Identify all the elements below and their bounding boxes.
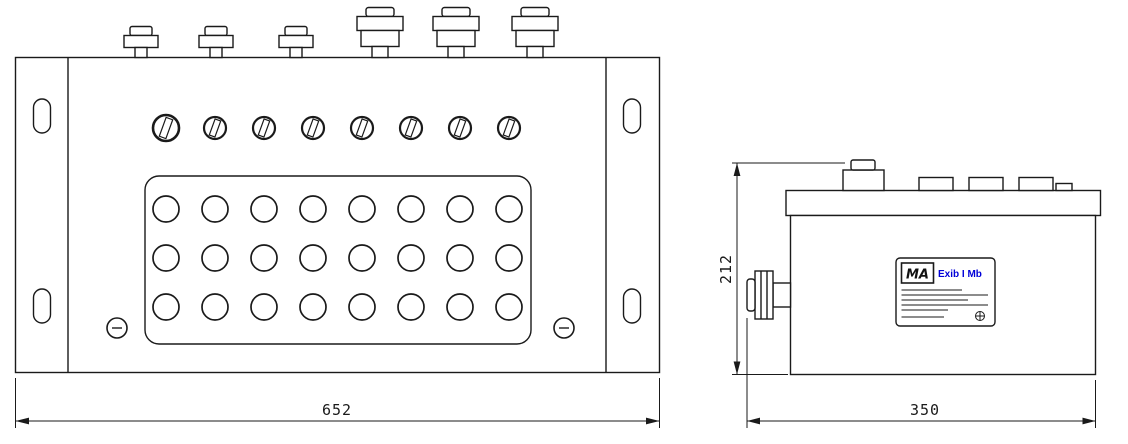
ma-logo: MA <box>906 268 929 283</box>
ground-screw <box>553 317 575 339</box>
arrowhead <box>15 417 29 425</box>
dimension-label-height: 212 <box>717 254 735 284</box>
side-lid <box>785 189 1102 217</box>
cable-gland-small <box>198 25 234 59</box>
cover-screw <box>398 115 424 141</box>
side-top-bump <box>918 176 954 192</box>
cable-gland-small <box>123 25 159 59</box>
terminal-panel <box>144 175 532 345</box>
side-view: MA Exib I Mb 212 <box>717 159 1102 428</box>
side-gland-top-cap <box>850 159 876 171</box>
arrowhead <box>1082 417 1096 425</box>
arrowhead <box>733 361 741 375</box>
cover-screw <box>496 115 522 141</box>
side-top-bump <box>968 176 1004 192</box>
dimension-label-depth: 350 <box>910 401 940 419</box>
side-gland-top-body <box>842 169 885 192</box>
cover-screw <box>349 115 375 141</box>
cover-screw <box>300 115 326 141</box>
dimension-652: 652 <box>15 378 660 428</box>
arrowhead <box>646 417 660 425</box>
side-cable-gland <box>746 270 792 320</box>
cable-gland-small <box>278 25 314 59</box>
nameplate: MA Exib I Mb <box>895 257 996 327</box>
gland-neck <box>772 282 792 308</box>
cable-gland-large <box>511 6 559 59</box>
side-top-bump-small <box>1055 182 1073 192</box>
ground-screw <box>106 317 128 339</box>
gland-end-cap <box>746 278 756 312</box>
cover-screw <box>202 115 228 141</box>
cable-gland-large <box>432 6 480 59</box>
cable-gland-large <box>356 6 404 59</box>
mounting-slot <box>32 98 52 134</box>
dimension-350: 350 <box>746 318 1096 428</box>
cover-screw <box>151 113 181 143</box>
cover-screw <box>251 115 277 141</box>
arrowhead <box>733 163 741 176</box>
ex-marking: Exib I Mb <box>938 269 982 280</box>
front-view: 652 <box>14 6 661 428</box>
arrowhead <box>747 417 760 425</box>
dimension-212: 212 <box>717 162 845 375</box>
side-top-bump <box>1018 176 1054 192</box>
mounting-slot <box>622 98 642 134</box>
cover-screw <box>447 115 473 141</box>
dimension-label-width: 652 <box>322 401 352 419</box>
gland-ribbed-body <box>754 270 774 320</box>
mounting-slot <box>32 288 52 324</box>
mounting-slot <box>622 288 642 324</box>
ma-logo-box <box>900 262 935 284</box>
